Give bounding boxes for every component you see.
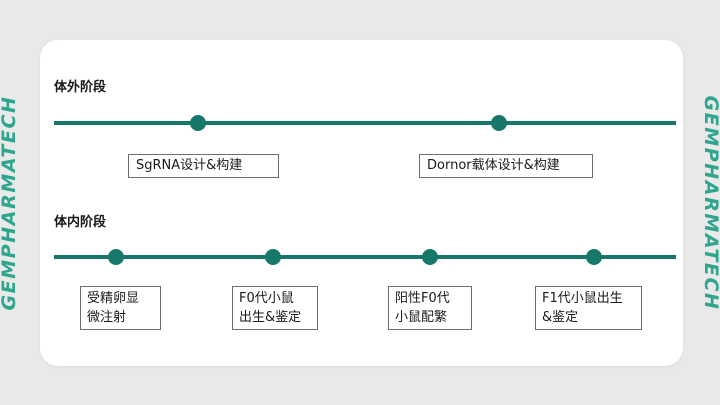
step-positive-f0-breeding: 阳性F0代 小鼠配繁 [388,286,472,330]
stage-title-in-vitro: 体外阶段 [54,80,107,95]
timeline-node-f1-birth [586,249,602,265]
timeline-in-vivo [54,255,676,259]
step-donor-vector-design: Dornor载体设计&构建 [419,154,593,178]
timeline-in-vitro [54,121,676,125]
step-zygote-microinjection: 受精卵显 微注射 [80,286,161,330]
timeline-node-f0-birth [265,249,281,265]
brand-watermark-left: GEMPHARMATECH [0,94,20,311]
timeline-node-microinjection [108,249,124,265]
process-diagram-card: 体外阶段 SgRNA设计&构建 Dornor载体设计&构建 体内阶段 受精卵显 … [40,40,683,366]
step-f1-birth-identification: F1代小鼠出生 &鉴定 [535,286,642,330]
step-sgrna-design: SgRNA设计&构建 [128,154,279,178]
brand-watermark-right: GEMPHARMATECH [700,94,720,311]
timeline-node-donor-vector [491,115,507,131]
timeline-node-sgrna [190,115,206,131]
step-f0-birth-identification: F0代小鼠 出生&鉴定 [232,286,318,330]
stage-title-in-vivo: 体内阶段 [54,215,107,230]
timeline-node-f0-breeding [422,249,438,265]
